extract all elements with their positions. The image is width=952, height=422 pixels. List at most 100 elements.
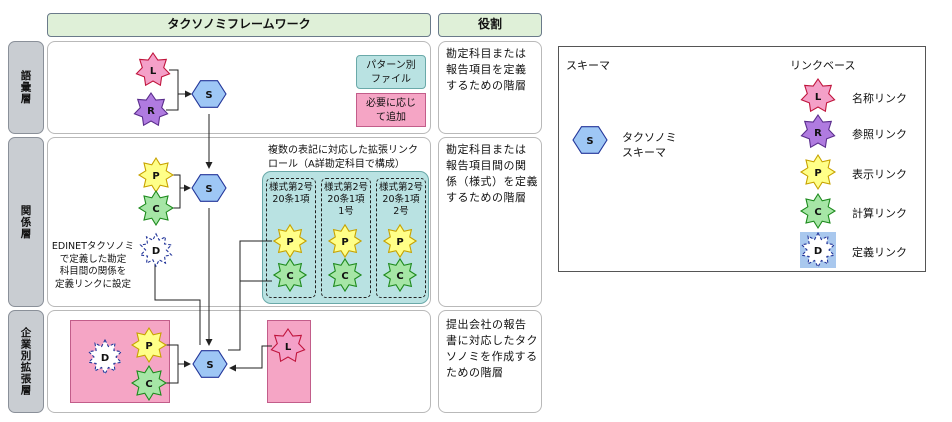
role-line: するための階層 bbox=[446, 79, 527, 92]
calculation-link-icon-shape bbox=[382, 257, 418, 293]
presentation-link-icon: P bbox=[137, 156, 175, 194]
connector-line bbox=[165, 344, 191, 368]
definition-link-icon: D bbox=[800, 231, 836, 269]
form-box-1: 様式第2号 20条1項 bbox=[266, 178, 316, 298]
role-line: 報告項目間の関 bbox=[446, 159, 527, 172]
presentation-link-icon-letter: P bbox=[286, 237, 293, 248]
presentation-link-icon-letter: P bbox=[814, 168, 821, 179]
form-line: 様式第2号 bbox=[268, 182, 314, 193]
legend-calculation-link: 計算リンク bbox=[852, 207, 907, 220]
calculation-link-icon-shape bbox=[327, 257, 363, 293]
note-line: 科目間の関係を bbox=[59, 266, 127, 277]
key-line: て追加 bbox=[376, 111, 406, 123]
definition-link-icon-letter: D bbox=[101, 353, 109, 364]
presentation-link-icon: P bbox=[382, 223, 418, 259]
label-link-icon-shape bbox=[800, 78, 836, 113]
lane-vocab: 語彙層 bbox=[8, 41, 44, 134]
schema-icon-letter: S bbox=[586, 136, 593, 147]
label-link-icon-letter: L bbox=[150, 66, 157, 77]
legend-reference-link: 参照リンク bbox=[852, 128, 907, 141]
edinet-note: EDINETタクソノミ で定義した勘定 科目間の関係を 定義リンクに設定 bbox=[50, 241, 136, 291]
legend-label-link: 名称リンク bbox=[852, 92, 907, 105]
schema-icon-shape bbox=[191, 174, 227, 202]
definition-link-icon: D bbox=[139, 232, 173, 268]
schema-icon-letter: S bbox=[205, 90, 212, 101]
presentation-link-icon-shape bbox=[327, 223, 363, 259]
note-line: EDINETタクソノミ bbox=[51, 241, 135, 252]
reference-link-icon-letter: R bbox=[147, 106, 155, 117]
label-link-icon-shape bbox=[135, 52, 171, 87]
role-line: 係（様式）を定義 bbox=[446, 175, 538, 188]
connector-line bbox=[166, 94, 179, 111]
as-needed-key: 必要に応じ て追加 bbox=[356, 93, 426, 127]
form-box-3: 様式第2号 20条1項 2号 bbox=[376, 178, 426, 298]
calculation-link-icon: C bbox=[130, 364, 168, 402]
reference-link-icon: R bbox=[133, 92, 169, 127]
role-line: するための階層 bbox=[446, 191, 527, 204]
pattern-file-key: パターン別 ファイル bbox=[356, 55, 426, 89]
label-link-icon: L bbox=[270, 328, 306, 363]
label-link-icon: L bbox=[135, 52, 171, 87]
label-link-icon-letter: L bbox=[285, 342, 292, 353]
form-line: 様式第2号 bbox=[323, 182, 369, 193]
connector-line bbox=[154, 262, 201, 345]
reference-link-icon-shape bbox=[800, 114, 836, 149]
definition-link-icon-letter: D bbox=[814, 246, 822, 257]
form-line: 2号 bbox=[393, 206, 409, 217]
definition-link-icon-letter: D bbox=[152, 246, 160, 257]
role-text-company: 提出会社の報告 書に対応したタク ソノミを作成する ための階層 bbox=[446, 317, 542, 381]
calculation-link-icon-letter: C bbox=[396, 271, 403, 282]
form-line: 20条1項 bbox=[272, 194, 310, 205]
calculation-link-icon: C bbox=[382, 257, 418, 293]
connector-line bbox=[171, 188, 181, 209]
connector-line bbox=[171, 174, 191, 192]
presentation-link-icon-shape bbox=[272, 223, 308, 259]
reference-link-icon-shape bbox=[133, 92, 169, 127]
legend-line: タクソノミ bbox=[622, 131, 677, 144]
calculation-link-icon-letter: C bbox=[814, 207, 821, 218]
connector-line bbox=[228, 240, 272, 351]
connector-line bbox=[229, 345, 272, 372]
reference-link-icon: R bbox=[800, 114, 836, 149]
role-text-vocab: 勘定科目または 報告項目を定義 するための階層 bbox=[446, 46, 542, 94]
role-line: ための階層 bbox=[446, 366, 504, 379]
schema-icon-shape bbox=[192, 350, 228, 378]
definition-link-icon-shape bbox=[139, 232, 173, 268]
legend-linkbase-heading: リンクベース bbox=[790, 59, 856, 72]
definition-link-icon-shape bbox=[87, 338, 123, 376]
presentation-link-icon-shape bbox=[130, 326, 168, 364]
label-link-icon-shape bbox=[270, 328, 306, 363]
role-line: 書に対応したタク bbox=[446, 334, 538, 347]
presentation-link-icon-letter: P bbox=[145, 341, 152, 352]
presentation-link-icon: P bbox=[799, 153, 837, 191]
calculation-link-icon: C bbox=[272, 257, 308, 293]
form-line: 20条1項 bbox=[382, 194, 420, 205]
label-link-icon: L bbox=[800, 78, 836, 113]
schema-icon-shape bbox=[191, 80, 227, 108]
role-line: 提出会社の報告 bbox=[446, 318, 527, 331]
connector-line bbox=[169, 69, 192, 98]
calculation-link-icon: C bbox=[137, 189, 175, 227]
calculation-link-icon-shape bbox=[272, 257, 308, 293]
vocab-role-panel bbox=[438, 41, 542, 134]
schema-icon: S bbox=[191, 174, 227, 202]
role-line: 報告項目を定義 bbox=[446, 63, 527, 76]
role-line: 勘定科目または bbox=[446, 47, 527, 60]
legend-line: スキーマ bbox=[622, 146, 666, 159]
presentation-link-icon: P bbox=[130, 326, 168, 364]
calculation-link-icon-shape bbox=[137, 189, 175, 227]
form-line: 20条1項 bbox=[327, 194, 365, 205]
role-line: ソノミを作成する bbox=[446, 350, 538, 363]
calculation-link-icon-shape bbox=[799, 192, 837, 230]
presentation-link-icon-shape bbox=[382, 223, 418, 259]
extended-link-note: 複数の表記に対応した拡張リンク ロール（A詳勘定科目で構成） bbox=[268, 144, 436, 171]
key-line: パターン別 bbox=[366, 60, 416, 71]
role-line: 勘定科目または bbox=[446, 143, 527, 156]
legend-definition-link: 定義リンク bbox=[852, 246, 907, 259]
schema-icon-letter: S bbox=[205, 184, 212, 195]
calculation-link-icon: C bbox=[327, 257, 363, 293]
role-text-relation: 勘定科目または 報告項目間の関 係（様式）を定義 するための階層 bbox=[446, 142, 542, 206]
schema-icon-shape bbox=[572, 126, 608, 154]
lane-relation: 関係層 bbox=[8, 137, 44, 307]
